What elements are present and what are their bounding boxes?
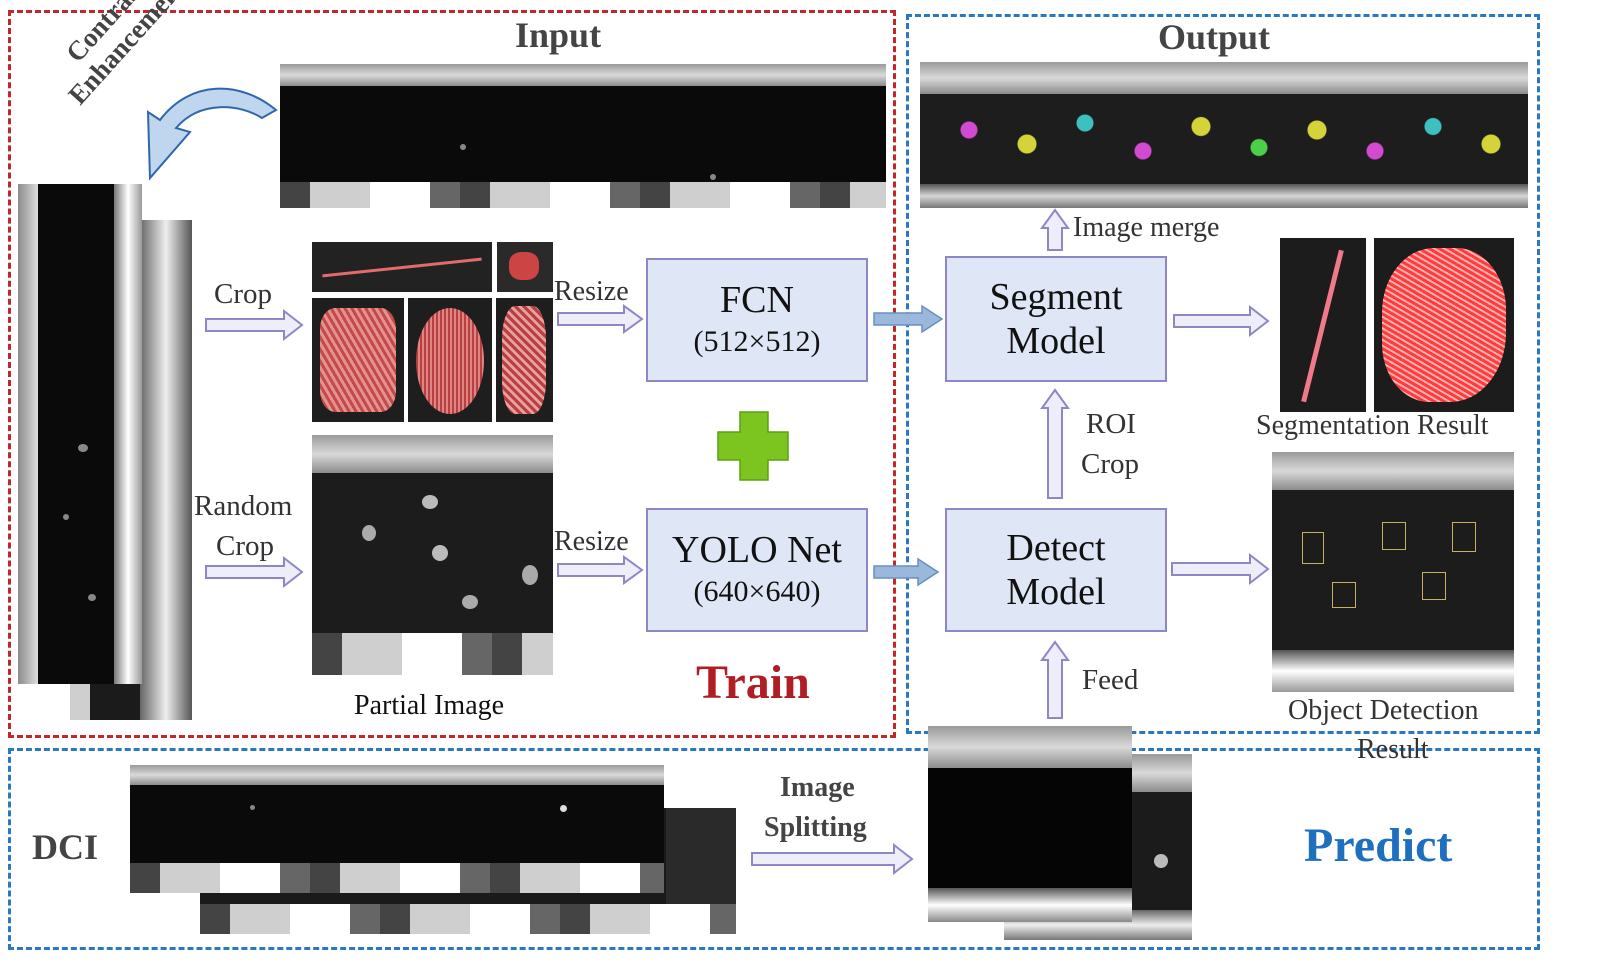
crop-arrow <box>205 308 304 342</box>
resize-bottom-arrow <box>557 555 644 585</box>
object-detection-label-2: Result <box>1357 734 1429 765</box>
input-title: Input <box>515 15 602 55</box>
random-crop-label-1: Random <box>194 490 293 522</box>
object-detection-label-1: Object Detection <box>1288 695 1479 726</box>
partial-image-label: Partial Image <box>354 690 505 721</box>
dci-label: DCI <box>32 827 99 867</box>
output-title: Output <box>1158 17 1271 57</box>
fcn-size: (512×512) <box>693 325 821 358</box>
predict-region-output <box>906 14 1540 734</box>
roi-crop-arrow <box>1040 388 1070 499</box>
yolo-to-detect-arrow <box>873 557 940 587</box>
train-region <box>8 10 896 738</box>
feed-label: Feed <box>1082 664 1139 696</box>
resize-top-label: Resize <box>554 276 629 307</box>
segment-model-box: Segment Model <box>945 256 1167 382</box>
segment-out-arrow <box>1173 304 1270 338</box>
image-splitting-label-1: Image <box>780 772 855 803</box>
resize-top-arrow <box>557 304 644 334</box>
detect-out-arrow <box>1171 552 1270 586</box>
partial-image <box>312 435 553 675</box>
roi-crop-label: Crop <box>1081 448 1139 480</box>
train-label: Train <box>696 656 810 709</box>
segmentation-result-label: Segmentation Result <box>1256 410 1489 441</box>
input-strip-image <box>280 64 886 208</box>
resize-bottom-label: Resize <box>554 526 629 557</box>
contrast-enhancement-arrow <box>146 87 278 181</box>
yolo-size: (640×640) <box>693 575 821 608</box>
plus-icon <box>717 411 789 481</box>
segment-line1: Segment <box>989 276 1123 318</box>
image-split-arrow <box>751 842 914 876</box>
image-splitting-label-2: Splitting <box>764 812 867 843</box>
feed-arrow <box>1040 640 1070 719</box>
random-crop-label-2: Crop <box>216 530 274 562</box>
crop-thumb-line <box>312 242 492 292</box>
crop-thumb-small <box>497 242 553 292</box>
fcn-title: FCN <box>720 279 794 321</box>
vertical-dci-image-front <box>18 184 142 684</box>
object-detection-result-image <box>1272 452 1514 692</box>
output-merged-image <box>920 62 1528 208</box>
predict-region-bottom <box>8 748 1540 950</box>
segment-line2: Model <box>1006 320 1106 362</box>
split-image-front <box>928 726 1132 922</box>
image-merge-label: Image merge <box>1073 212 1220 243</box>
roi-label: ROI <box>1086 408 1136 440</box>
fcn-to-segment-arrow <box>873 304 944 334</box>
yolo-box: YOLO Net (640×640) <box>646 508 868 632</box>
detect-model-box: Detect Model <box>945 508 1167 632</box>
dci-image-front <box>130 765 664 893</box>
segmentation-result-line <box>1280 238 1366 412</box>
yolo-title: YOLO Net <box>672 529 842 571</box>
segmentation-result-blob <box>1374 238 1514 412</box>
detect-line2: Model <box>1006 571 1106 613</box>
random-crop-arrow <box>205 555 304 589</box>
crop-thumb-1 <box>312 298 404 422</box>
image-merge-arrow <box>1040 208 1070 251</box>
crop-label: Crop <box>214 278 272 310</box>
detect-line1: Detect <box>1006 527 1106 569</box>
crop-thumb-3 <box>496 298 553 422</box>
predict-label: Predict <box>1304 819 1453 872</box>
fcn-box: FCN (512×512) <box>646 258 868 382</box>
crop-thumb-2 <box>408 298 492 422</box>
